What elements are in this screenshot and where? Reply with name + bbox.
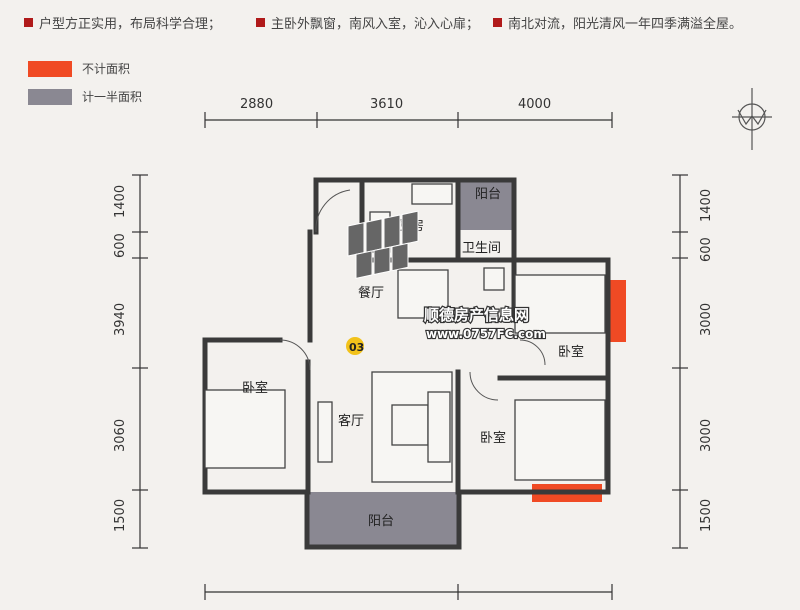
room-dining: 餐厅 (358, 285, 384, 301)
dim-left-5: 1500 (113, 499, 128, 532)
south-balcony-fill (307, 492, 459, 547)
room-bedroom-master: 卧室 (558, 344, 584, 360)
door-arcs (279, 189, 546, 401)
watermark-logo-icon (347, 210, 419, 279)
toilet-icon (483, 267, 505, 291)
dim-left-4: 3060 (113, 419, 128, 452)
room-balcony-north: 阳台 (475, 187, 501, 202)
dim-right-4: 3000 (699, 419, 714, 452)
feature-3: 南北对流，阳光清风一年四季满溢全屋。 (493, 13, 742, 32)
dim-top-2: 3610 (370, 97, 403, 112)
sofa-icon (427, 391, 451, 463)
tv-cabinet-icon (317, 401, 333, 463)
compass-icon (732, 88, 772, 150)
feature-bar: 户型方正实用，布局科学合理； 主卧外飘窗，南风入室，沁入心扉； 南北对流，阳光清… (0, 10, 800, 32)
bed-left-icon (204, 389, 286, 469)
feature-2: 主卧外飘窗，南风入室，沁入心扉； (256, 13, 479, 32)
feature-1: 户型方正实用，布局科学合理； (24, 13, 221, 32)
legend-half-area: 计一半面积 (28, 88, 142, 105)
dim-left-2: 600 (113, 233, 128, 258)
dim-top-1: 2880 (240, 97, 273, 112)
legend-swatch-orange (28, 60, 72, 77)
room-living: 客厅 (338, 413, 364, 429)
room-bathroom: 卫生间 (462, 241, 501, 256)
bottom-dimension-line (204, 584, 613, 600)
room-balcony-south: 阳台 (368, 514, 394, 529)
top-dimension-line (204, 112, 613, 128)
watermark-badge: 03 (349, 341, 364, 354)
dim-left-3: 3940 (113, 303, 128, 336)
bed-second-icon (514, 399, 606, 481)
coffee-table-icon (391, 404, 429, 446)
dim-left-1: 1400 (113, 185, 128, 218)
left-dimension-line (132, 174, 148, 549)
dining-table-icon (397, 269, 449, 319)
dim-right-2: 600 (699, 237, 714, 262)
watermark-badge-icon (346, 337, 364, 355)
bullet-square-icon (493, 18, 502, 27)
legend-swatch-gray (28, 88, 72, 105)
room-bedroom-second: 卧室 (480, 430, 506, 446)
dim-right-5: 1500 (699, 499, 714, 532)
bed-master-icon (514, 274, 606, 334)
bullet-square-icon (256, 18, 265, 27)
watermark-url: www.0757FC.com (426, 327, 546, 341)
watermark-name: 顺德房产信息网 (424, 306, 529, 324)
right-dimension-line (672, 174, 688, 549)
legend-no-area: 不计面积 (28, 60, 130, 77)
dim-right-3: 3000 (699, 303, 714, 336)
dim-right-1: 1400 (699, 189, 714, 222)
dim-top-3: 4000 (518, 97, 551, 112)
north-balcony-fill (458, 180, 514, 230)
bullet-square-icon (24, 18, 33, 27)
bay-window-right (608, 280, 626, 342)
kitchen-sink-icon (411, 183, 453, 205)
walls (202, 177, 611, 550)
watermark: 03 顺德房产信息网 www.0757FC.com (346, 210, 547, 355)
furniture (204, 183, 606, 483)
room-bedroom-left: 卧室 (242, 380, 268, 396)
